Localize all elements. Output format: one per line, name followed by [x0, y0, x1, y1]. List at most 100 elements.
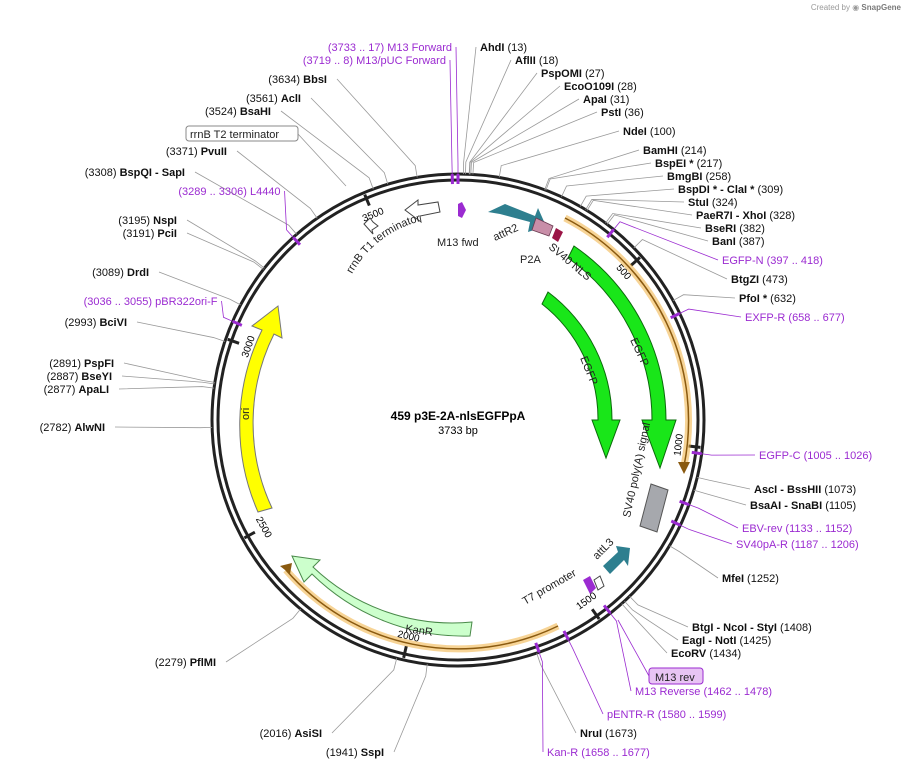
restriction-site-label: PspOMI (27) — [541, 68, 605, 80]
restriction-site-label: (3191) PciI — [123, 228, 177, 240]
primer-label: EXFP-R (658 .. 677) — [745, 312, 845, 324]
site-leader-line — [498, 130, 620, 178]
restriction-site-label: (3524) BsaHI — [205, 106, 271, 118]
site-leader-line — [118, 386, 215, 390]
snapgene-credit: Created by ◉ SnapGene — [811, 3, 901, 12]
site-leader-line — [236, 150, 318, 219]
m13-fwd-label: M13 fwd — [437, 237, 479, 249]
site-leader-line — [669, 545, 719, 579]
site-leader-line — [606, 214, 709, 242]
restriction-site-label: BtgZI (473) — [731, 274, 788, 286]
egfp-inner-arrow — [541, 291, 621, 460]
primer-leader-line — [455, 46, 459, 174]
snapgene-logo-icon: ◉ — [852, 3, 860, 12]
site-leader-line — [194, 171, 297, 235]
primer-mark — [534, 642, 541, 653]
restriction-site-label: (3195) NspI — [118, 215, 177, 227]
ori-label: ori — [240, 408, 252, 420]
orf-line-kanr — [285, 569, 559, 650]
primer-leader-line — [679, 308, 742, 318]
restriction-site-label: BseRI (382) — [705, 223, 765, 235]
primer-label: pENTR-R (1580 .. 1599) — [607, 709, 726, 721]
restriction-site-label: EcoRV (1434) — [671, 648, 741, 660]
site-leader-line — [545, 162, 652, 191]
m13-rev-label: M13 rev — [655, 672, 695, 684]
primer-mark — [670, 519, 681, 527]
m13-rev-box — [648, 667, 704, 685]
restriction-site-label: BanI (387) — [712, 236, 765, 248]
plasmid-length: 3733 bp — [438, 425, 478, 437]
primer-labels: (3733 .. 17) M13 Forward(3719 .. 8) M13/… — [84, 42, 873, 759]
primer-leader-line — [449, 59, 453, 175]
svg-text:rrnB T1 terminator: rrnB T1 terminator — [344, 212, 422, 275]
rrnb-t1-arrow — [404, 198, 441, 224]
restriction-site-labels: AhdI (13)AflII (18)PspOMI (27)EcoO109I (… — [40, 42, 857, 759]
rrnb-t1-label: rrnB T1 terminator — [344, 212, 422, 275]
orf-arrow-egfp — [678, 462, 690, 474]
site-leader-line — [468, 72, 538, 175]
site-leader-line — [629, 596, 689, 628]
credit-prefix: Created by — [810, 3, 850, 12]
attr2-label: attR2 — [491, 222, 520, 244]
site-leader-line — [672, 294, 736, 301]
primer-mark — [679, 499, 690, 507]
attl3-arrow — [603, 546, 630, 574]
primer-label: M13 Reverse (1462 .. 1478) — [635, 686, 772, 698]
site-leader-line — [121, 375, 215, 385]
primer-mark — [606, 228, 615, 239]
primer-leader-line — [221, 300, 233, 322]
site-leader-line — [465, 59, 512, 175]
ruler-tick — [402, 645, 408, 659]
site-leader-line — [693, 489, 747, 506]
restriction-site-label: EagI - NotI (1425) — [682, 635, 771, 647]
site-leader-line — [470, 98, 580, 175]
ruler-tick — [363, 193, 371, 207]
site-leader-line — [697, 476, 751, 490]
site-leader-line — [225, 608, 301, 663]
site-leader-line — [579, 188, 675, 207]
boxed-labels: rrnB T2 terminator M13 rev — [185, 125, 704, 685]
restriction-site-label: ApaI (31) — [583, 94, 629, 106]
site-leader-line — [585, 199, 685, 210]
m13-rev-leader — [617, 619, 650, 677]
ruler-tick — [243, 530, 256, 540]
ruler-tick — [590, 608, 601, 620]
site-leader-line — [469, 85, 561, 175]
t7-promoter-label: T7 promoter — [521, 567, 579, 608]
primer-leader-line — [680, 524, 733, 545]
restriction-site-label: (2891) PspFI — [49, 358, 114, 370]
restriction-site-label: BsaAI - SnaBI (1105) — [750, 500, 856, 512]
restriction-site-label: (2993) BciVI — [65, 317, 127, 329]
restriction-site-label: (2877) ApaLI — [44, 384, 109, 396]
primer-leader-line — [568, 639, 604, 715]
site-leader-line — [186, 232, 264, 270]
features — [239, 198, 693, 653]
primer-leader-line — [284, 190, 294, 238]
restriction-site-label: (3089) DrdI — [92, 267, 149, 279]
site-leader-line — [114, 426, 213, 429]
primer-leader-line — [609, 612, 632, 692]
primer-label: (3036 .. 3055) pBR322ori-F — [84, 296, 218, 308]
ruler-tick-label: 1500 — [574, 590, 599, 612]
restriction-site-label: PaeR7I - XhoI (328) — [696, 210, 795, 222]
restriction-site-label: (2782) AlwNI — [40, 422, 105, 434]
site-leader-line — [393, 664, 428, 753]
site-leader-line — [158, 271, 241, 306]
site-leader-line — [331, 658, 398, 734]
primer-leader-line — [538, 652, 544, 753]
site-leader-line — [186, 219, 265, 269]
site-leader-lines — [114, 46, 751, 753]
restriction-site-label: AhdI (13) — [480, 42, 527, 54]
m13-rev-arrow — [583, 576, 596, 594]
primer-label: Kan-R (1658 .. 1677) — [547, 747, 650, 759]
ruler-tick — [227, 337, 240, 345]
restriction-site-label: (3371) PvuII — [166, 146, 227, 158]
sv40-polya-box — [639, 483, 669, 533]
primer-label: (3289 .. 3306) L4440 — [178, 186, 280, 198]
restriction-site-label: (3634) BbsI — [268, 74, 327, 86]
orf-line-egfp — [564, 217, 690, 467]
rrnb-t2-leader — [297, 133, 347, 187]
restriction-site-label: NdeI (100) — [623, 126, 676, 138]
site-leader-line — [536, 652, 577, 734]
site-leader-line — [586, 199, 693, 216]
